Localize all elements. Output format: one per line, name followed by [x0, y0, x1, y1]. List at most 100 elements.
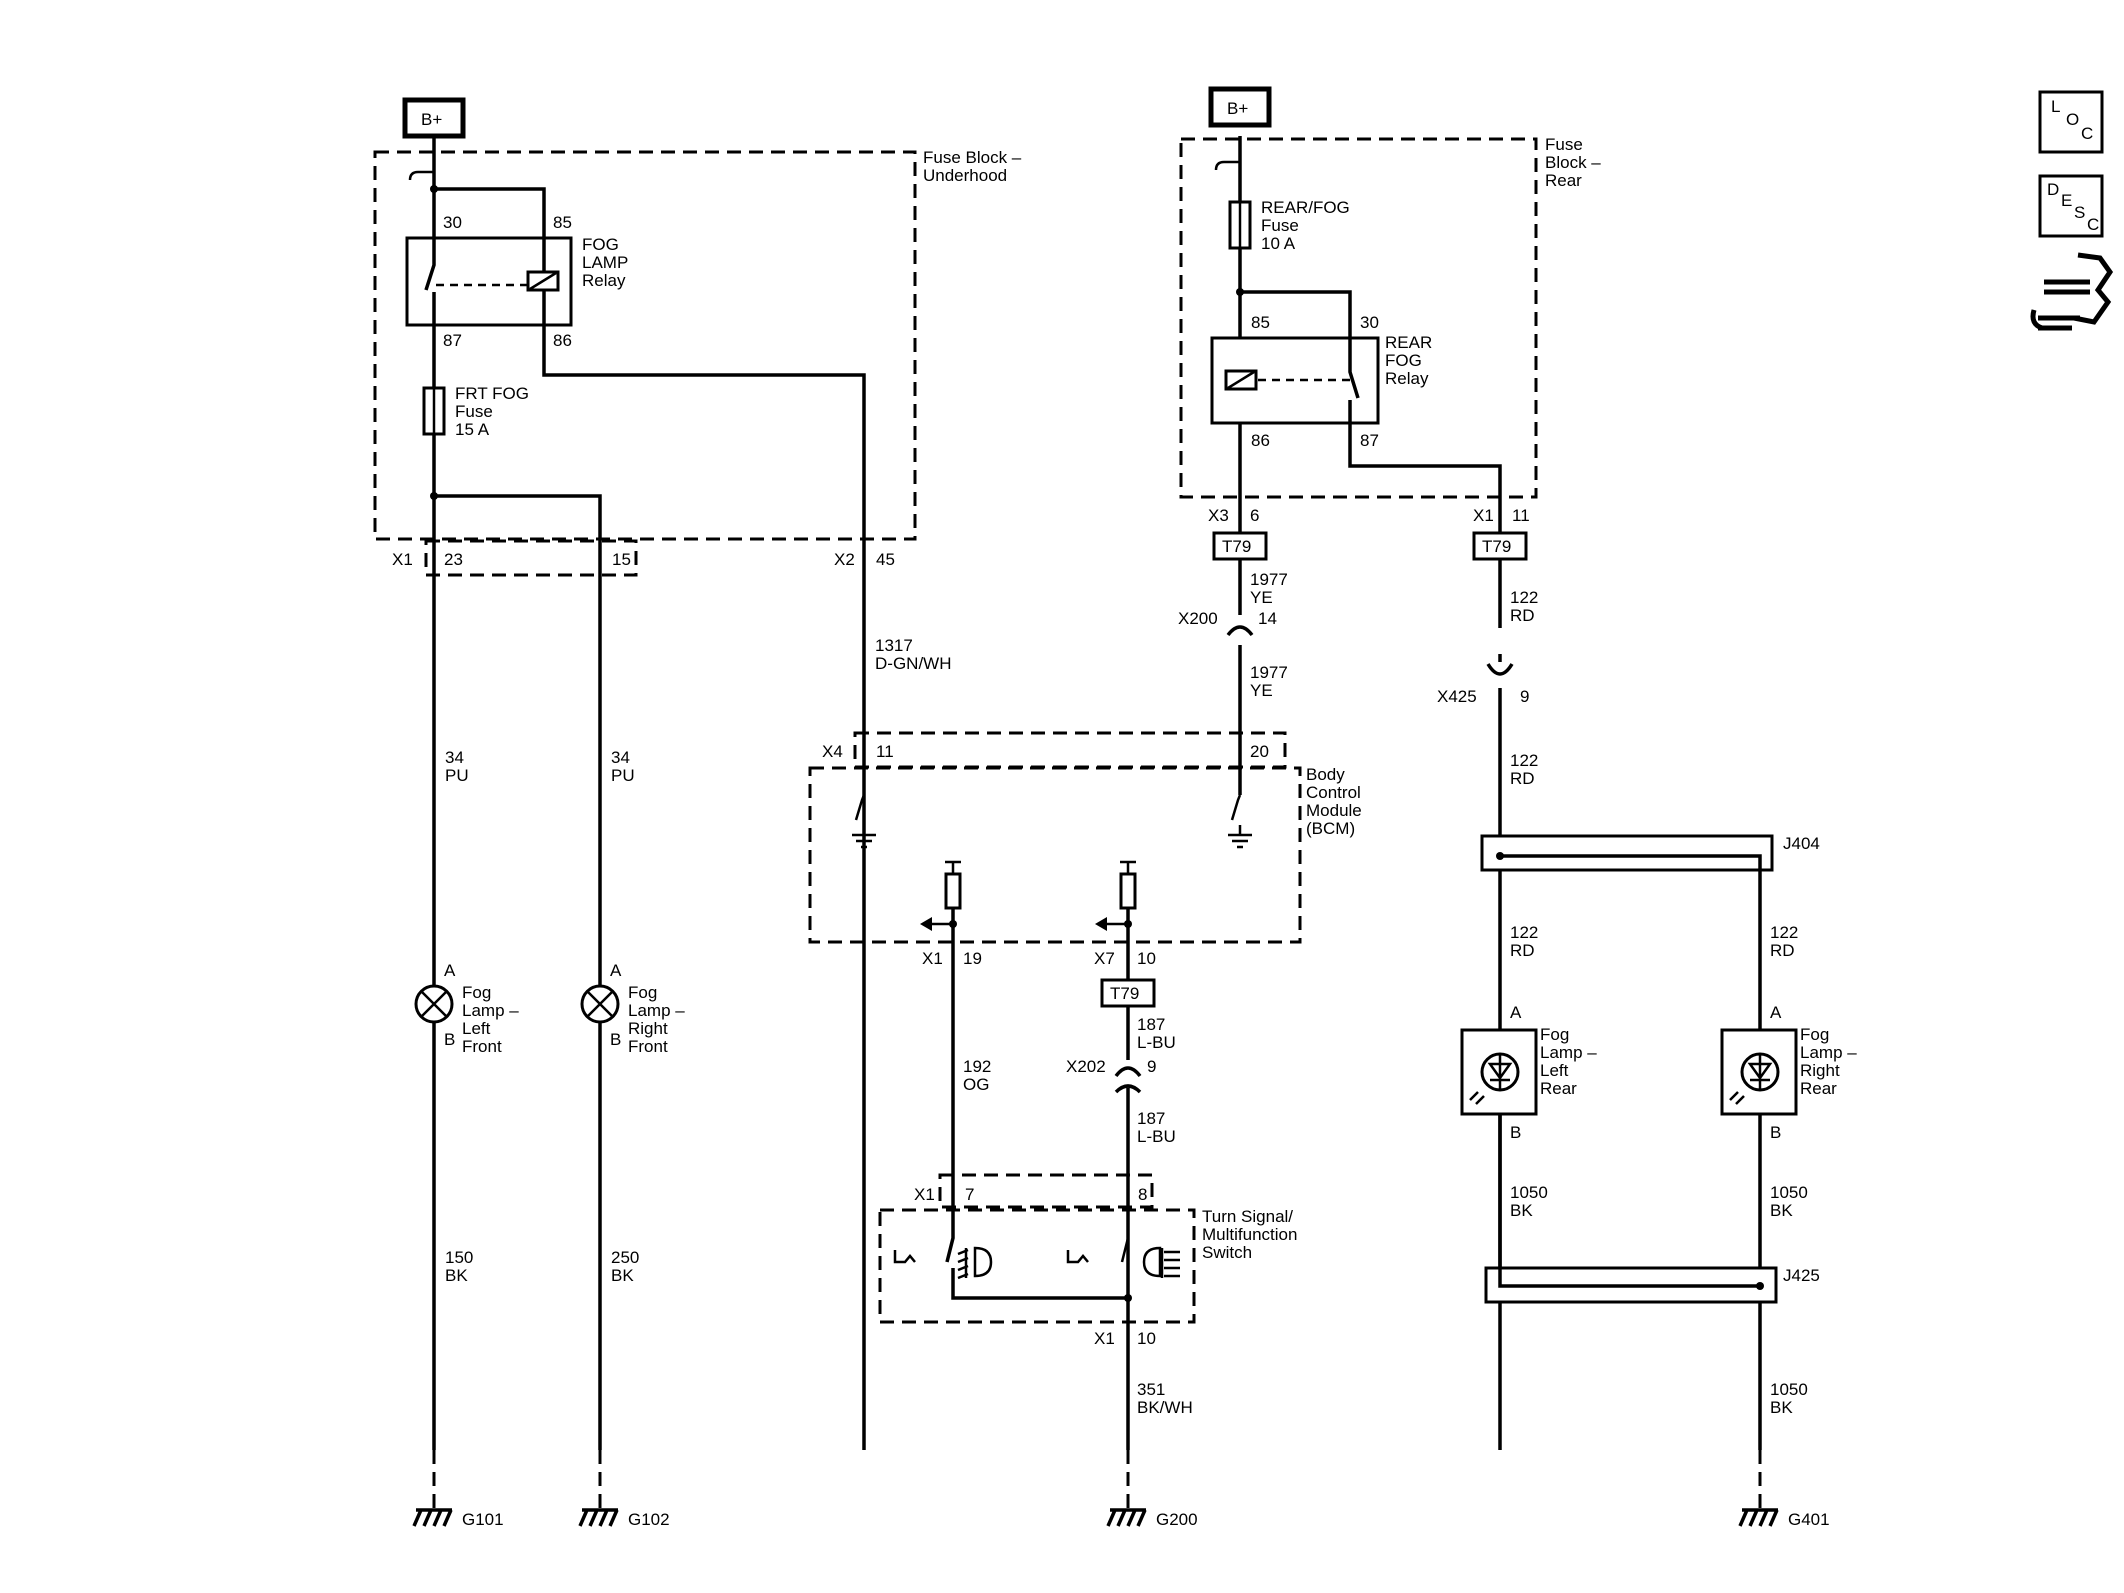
- fusible-link-left: [408, 170, 434, 181]
- label-lamps-left-rear-3: Rear: [1540, 1079, 1577, 1098]
- fog-lamp-right-rear-icon: [1720, 1028, 1798, 1116]
- label-wires-w250-1: BK: [611, 1266, 634, 1285]
- label-connectors-x3-rear: X3: [1208, 506, 1229, 525]
- label-fog-lamp-relay-name-1: LAMP: [582, 253, 628, 272]
- wire-1317: [542, 325, 866, 1450]
- label-wires-w34-a-0: 34: [445, 748, 464, 767]
- label-wires-w1050-b-0: 1050: [1770, 1183, 1808, 1202]
- label-fog-lamp-relay-pin86: 86: [553, 331, 572, 350]
- label-connectors-x1-pin15: 15: [612, 550, 631, 569]
- label-bcm-2: Module: [1306, 801, 1362, 820]
- x200-inline-icon: [1226, 615, 1254, 645]
- label-lamps-left-rear-2: Left: [1540, 1061, 1569, 1080]
- x425-inline-icon: [1486, 662, 1514, 688]
- label-wires-w1050-c-1: BK: [1770, 1398, 1793, 1417]
- label-wires-w250-0: 250: [611, 1248, 639, 1267]
- label-lamps-left-front-2: Left: [462, 1019, 491, 1038]
- label-wires-w34-b-1: PU: [611, 766, 635, 785]
- label-connectors-j404: J404: [1783, 834, 1820, 853]
- label-wires-w122-a-0: 122: [1510, 588, 1538, 607]
- fuse-block-underhood-label-2: Underhood: [923, 166, 1007, 185]
- label-wires-w192-0: 192: [963, 1057, 991, 1076]
- label-connectors-x202: X202: [1066, 1057, 1106, 1076]
- label-wires-w122-d-0: 122: [1770, 923, 1798, 942]
- fusible-link-right: [1214, 160, 1240, 171]
- turn-signal-multifunction-switch: [878, 1208, 1196, 1324]
- label-fog-lamp-relay-pin30: 30: [443, 213, 462, 232]
- label-connectors-x4: X4: [822, 742, 843, 761]
- label-wires-w122-b-1: RD: [1510, 769, 1535, 788]
- label-connectors-j425: J425: [1783, 1266, 1820, 1285]
- label-bcm-0: Body: [1306, 765, 1345, 784]
- label-connectors-x4-pin11: 11: [876, 742, 894, 761]
- label-tags-t79-b: T79: [1482, 537, 1511, 556]
- label-connectors-x1-sw: X1: [914, 1185, 935, 1204]
- label-connectors-x7-bcm: X7: [1094, 949, 1115, 968]
- label-wires-w1050-b-1: BK: [1770, 1201, 1793, 1220]
- label-wires-w1977-a-0: 1977: [1250, 570, 1288, 589]
- label-wires-w1050-c-0: 1050: [1770, 1380, 1808, 1399]
- label-tags-t79-c: T79: [1110, 984, 1139, 1003]
- t79-tag-bcm: T79: [1100, 978, 1156, 1008]
- fog-lamp-front-indicator-icon: [893, 1246, 993, 1280]
- label-lamps-pin-a: A: [444, 961, 456, 980]
- bplus-left-label: B+: [421, 110, 442, 129]
- label-rear-fog-relay-pin87: 87: [1360, 431, 1379, 450]
- label-rear-fog-relay-name-1: FOG: [1385, 351, 1422, 370]
- label-fog-lamp-relay-name-2: Relay: [582, 271, 626, 290]
- bplus-right-label: B+: [1227, 99, 1248, 118]
- label-fog-lamp-relay-name-0: FOG: [582, 235, 619, 254]
- ground-g101-icon: [412, 1508, 453, 1527]
- label-side-icons-desc-3: C: [2087, 215, 2099, 234]
- label-lamps-pin-b: B: [1510, 1123, 1521, 1142]
- label-lamps-pin-b: B: [444, 1030, 455, 1049]
- label-side-icons-loc-1: O: [2066, 110, 2079, 129]
- label-wires-w122-b-0: 122: [1510, 751, 1538, 770]
- ground-g102-icon: [578, 1508, 619, 1527]
- label-connectors-x2-underhood: X2: [834, 550, 855, 569]
- label-wires-w1977-b-0: 1977: [1250, 663, 1288, 682]
- label-lamps-left-front-1: Lamp –: [462, 1001, 519, 1020]
- label-connectors-x1-rear: X1: [1473, 506, 1494, 525]
- label-connectors-x4-pin20: 20: [1250, 742, 1269, 761]
- ground-g101-label: G101: [462, 1510, 504, 1529]
- label-wires-w1977-a-1: YE: [1250, 588, 1273, 607]
- label-rear-fog-relay-name-0: REAR: [1385, 333, 1432, 352]
- label-wires-w1050-a-1: BK: [1510, 1201, 1533, 1220]
- label-lamps-left-rear-0: Fog: [1540, 1025, 1569, 1044]
- label-connectors-x1-sw-pin8: 8: [1138, 1185, 1147, 1204]
- connector-view-icon[interactable]: [2030, 252, 2114, 331]
- label-lamps-left-front-0: Fog: [462, 983, 491, 1002]
- label-fuse-blocks-rear-2: Rear: [1545, 171, 1582, 190]
- label-rear-fog-relay-pin30: 30: [1360, 313, 1379, 332]
- label-lamps-right-front-0: Fog: [628, 983, 657, 1002]
- label-tags-t79-a: T79: [1222, 537, 1251, 556]
- desc-icon[interactable]: D E S C: [2038, 174, 2104, 238]
- loc-icon[interactable]: L O C: [2038, 90, 2104, 154]
- label-frt-fog-fuse-2: 15 A: [455, 420, 490, 439]
- label-lamps-right-rear-0: Fog: [1800, 1025, 1829, 1044]
- label-wires-w192-1: OG: [963, 1075, 989, 1094]
- label-wires-w122-d-1: RD: [1770, 941, 1795, 960]
- label-connectors-x7-bcm-pin10: 10: [1137, 949, 1156, 968]
- label-wires-w1977-b-1: YE: [1250, 681, 1273, 700]
- label-lamps-pin-b: B: [1770, 1123, 1781, 1142]
- fog-lamp-left-rear-icon: [1460, 1028, 1538, 1116]
- rear-fog-relay: 85 30 86 87 REAR FOG Relay: [1210, 313, 1432, 450]
- label-rear-fog-relay-pin85: 85: [1251, 313, 1270, 332]
- splice-j404: [1480, 834, 1774, 872]
- label-lamps-right-front-2: Right: [628, 1019, 668, 1038]
- fuse-block-rear: [1179, 137, 1538, 499]
- label-rear-fog-relay-name-2: Relay: [1385, 369, 1429, 388]
- label-wires-w1050-a-0: 1050: [1510, 1183, 1548, 1202]
- label-wires-w122-a-1: RD: [1510, 606, 1535, 625]
- wire-122: [1348, 423, 1502, 1450]
- label-lamps-pin-a: A: [610, 961, 622, 980]
- fog-lamp-rear-indicator-icon: [1066, 1246, 1180, 1278]
- label-side-icons-desc-0: D: [2047, 180, 2059, 199]
- t79-tag-b: T79: [1472, 531, 1528, 561]
- label-connectors-x202-pin: 9: [1147, 1057, 1156, 1076]
- label-wires-w187-a-1: L-BU: [1137, 1033, 1176, 1052]
- label-connectors-x1-sw-pin7: 7: [965, 1185, 974, 1204]
